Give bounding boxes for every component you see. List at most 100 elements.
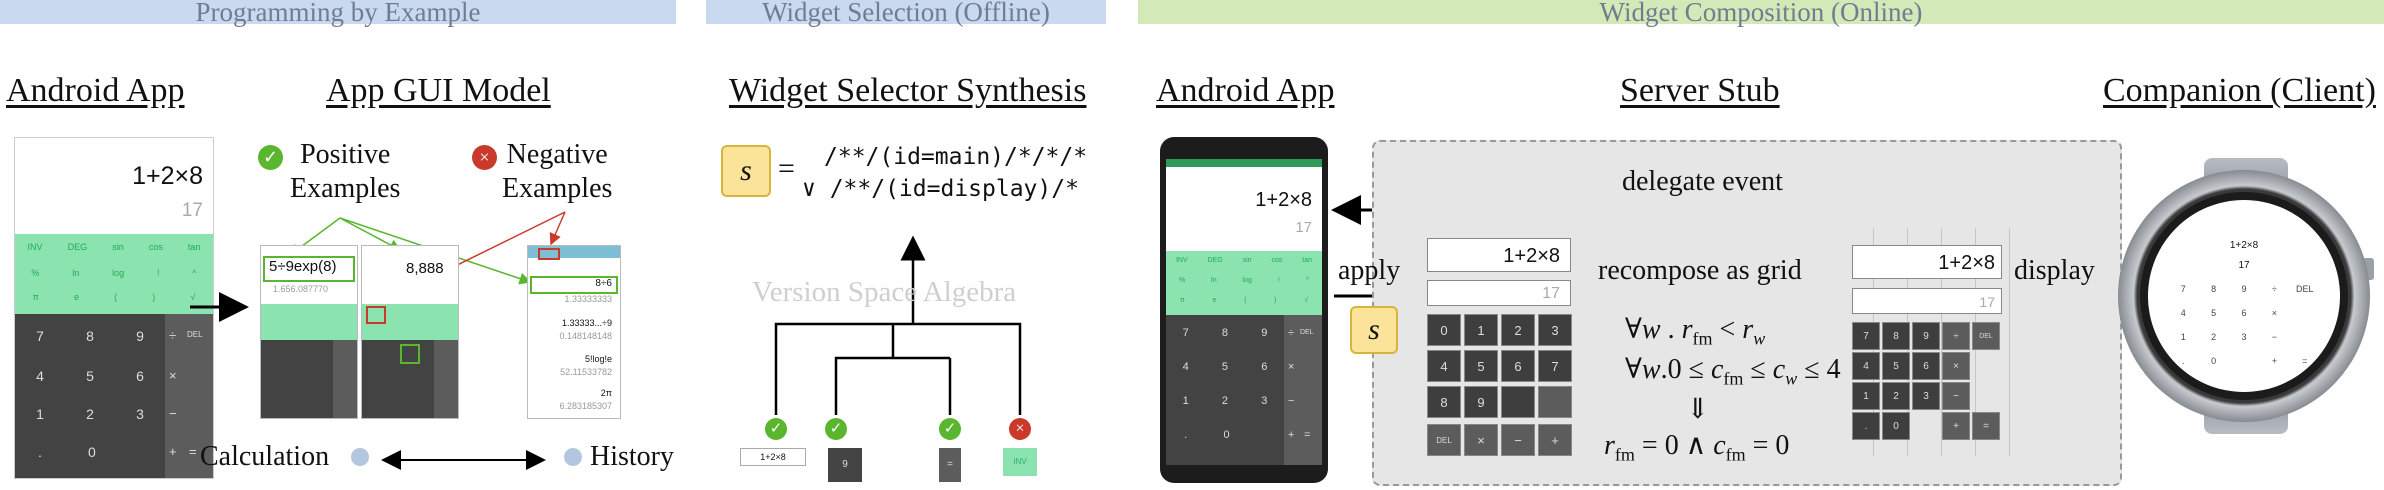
digit-key[interactable]: 1 — [1182, 395, 1189, 407]
sci-key[interactable]: % — [1178, 277, 1186, 284]
op-key[interactable]: + — [1288, 429, 1295, 441]
digit-key[interactable]: 0 — [1223, 429, 1230, 441]
digit-key[interactable]: . — [1184, 429, 1188, 441]
grid-key[interactable]: DEL — [1427, 424, 1461, 456]
grid-key[interactable]: ÷ — [1942, 322, 1970, 350]
grid-key[interactable]: 7 — [1852, 322, 1880, 350]
grid-key[interactable]: × — [1464, 424, 1498, 456]
sci-key[interactable]: ( — [1244, 297, 1247, 304]
digit-key[interactable]: 7 — [36, 328, 44, 344]
grid-key[interactable]: = — [1972, 412, 2000, 440]
grid-key[interactable]: 0 — [1427, 314, 1461, 346]
sci-key[interactable]: INV — [1175, 257, 1188, 264]
digit-key[interactable]: 9 — [136, 328, 144, 344]
watch-key[interactable]: 7 — [2180, 284, 2186, 294]
grid-key[interactable]: 4 — [1852, 352, 1880, 380]
grid-key[interactable]: × — [1942, 352, 1970, 380]
sci-key[interactable]: ! — [156, 268, 160, 278]
eq-key[interactable]: = — [1304, 429, 1311, 441]
grid-key[interactable]: 5 — [1882, 352, 1910, 380]
grid-key[interactable]: 4 — [1427, 350, 1461, 382]
digit-key[interactable]: 4 — [36, 368, 44, 384]
watch-key[interactable]: 5 — [2211, 308, 2217, 318]
sci-key[interactable]: e — [1212, 297, 1217, 304]
grid-key[interactable]: 5 — [1464, 350, 1498, 382]
watch-key[interactable] — [2290, 332, 2320, 342]
del-key[interactable]: DEL — [1300, 329, 1314, 336]
sci-key[interactable]: ) — [1274, 297, 1277, 304]
grid-key[interactable]: − — [1942, 382, 1970, 410]
digit-key[interactable]: 6 — [136, 368, 144, 384]
grid-key[interactable]: 3 — [1538, 314, 1572, 346]
grid-key[interactable]: 1 — [1464, 314, 1498, 346]
digit-key[interactable]: 5 — [86, 368, 94, 384]
watch-key[interactable]: . — [2181, 356, 2185, 366]
digit-key[interactable]: 9 — [1261, 327, 1268, 339]
digit-key[interactable]: 8 — [1221, 327, 1229, 339]
eq-key[interactable]: = — [189, 444, 197, 459]
grid-key[interactable]: 8 — [1427, 386, 1461, 418]
digit-key[interactable]: 5 — [1221, 361, 1229, 373]
watch-key[interactable] — [2229, 356, 2259, 366]
watch-key[interactable] — [2290, 308, 2320, 318]
watch-key[interactable]: + — [2271, 356, 2278, 366]
digit-key[interactable]: 8 — [86, 328, 94, 344]
grid-key[interactable]: 6 — [1501, 350, 1535, 382]
grid-key[interactable]: . — [1852, 412, 1880, 440]
sci-key[interactable]: π — [1179, 297, 1185, 304]
sci-key[interactable]: e — [73, 292, 79, 302]
grid-key[interactable]: 7 — [1538, 350, 1572, 382]
op-key[interactable]: × — [169, 368, 177, 383]
sci-key[interactable]: cos — [148, 242, 163, 252]
watch-key[interactable]: 9 — [2241, 284, 2247, 294]
digit-key[interactable]: 2 — [86, 406, 94, 422]
grid-key[interactable]: 2 — [1882, 382, 1910, 410]
sci-key[interactable]: tan — [1302, 257, 1313, 264]
watch-key[interactable]: 3 — [2241, 332, 2247, 342]
sci-key[interactable]: INV — [27, 242, 43, 252]
sci-key[interactable]: tan — [187, 242, 201, 252]
digit-key[interactable]: 3 — [136, 406, 144, 422]
sci-key[interactable]: √ — [190, 292, 196, 302]
watch-key[interactable]: 8 — [2211, 284, 2217, 294]
op-key[interactable]: ÷ — [1288, 327, 1295, 339]
grid-key[interactable]: − — [1501, 424, 1535, 456]
op-key[interactable]: + — [169, 444, 177, 459]
digit-key[interactable]: 1 — [36, 406, 44, 422]
grid-key[interactable]: + — [1538, 424, 1572, 456]
sci-key[interactable]: ^ — [192, 268, 197, 278]
sci-key[interactable]: sin — [1242, 257, 1252, 264]
watch-key[interactable]: ÷ — [2271, 284, 2277, 294]
sci-key[interactable]: ( — [114, 292, 118, 302]
grid-key[interactable]: 6 — [1912, 352, 1940, 380]
watch-key[interactable]: − — [2271, 332, 2278, 342]
grid-key[interactable]: 2 — [1501, 314, 1535, 346]
sci-key[interactable]: log — [1242, 277, 1252, 284]
op-key[interactable]: − — [169, 406, 177, 421]
sci-key[interactable]: ln — [72, 268, 80, 278]
sci-key[interactable]: π — [32, 292, 39, 302]
grid-key[interactable]: 1 — [1852, 382, 1880, 410]
sci-key[interactable]: % — [31, 268, 40, 278]
watch-key[interactable]: 0 — [2211, 356, 2217, 366]
sci-key[interactable]: DEG — [1207, 257, 1223, 264]
grid-key[interactable]: 9 — [1464, 386, 1498, 418]
digit-key[interactable]: 3 — [1261, 395, 1268, 407]
digit-key[interactable]: 7 — [1182, 327, 1189, 339]
digit-key[interactable]: 2 — [1221, 395, 1229, 407]
sci-key[interactable]: DEG — [67, 242, 88, 252]
grid-key[interactable]: + — [1942, 412, 1970, 440]
op-key[interactable]: − — [1288, 395, 1295, 407]
grid-key[interactable] — [1501, 386, 1535, 418]
grid-key[interactable]: 3 — [1912, 382, 1940, 410]
digit-key[interactable]: . — [38, 444, 42, 460]
watch-key[interactable]: 4 — [2180, 308, 2186, 318]
sci-key[interactable]: ) — [152, 292, 156, 302]
sci-key[interactable]: ^ — [1305, 277, 1309, 284]
grid-key[interactable] — [1538, 386, 1572, 418]
sci-key[interactable]: ln — [1211, 277, 1217, 284]
watch-key[interactable]: 1 — [2180, 332, 2186, 342]
sci-key[interactable]: √ — [1304, 297, 1309, 304]
watch-key[interactable]: × — [2271, 308, 2278, 318]
grid-key[interactable]: 0 — [1882, 412, 1910, 440]
